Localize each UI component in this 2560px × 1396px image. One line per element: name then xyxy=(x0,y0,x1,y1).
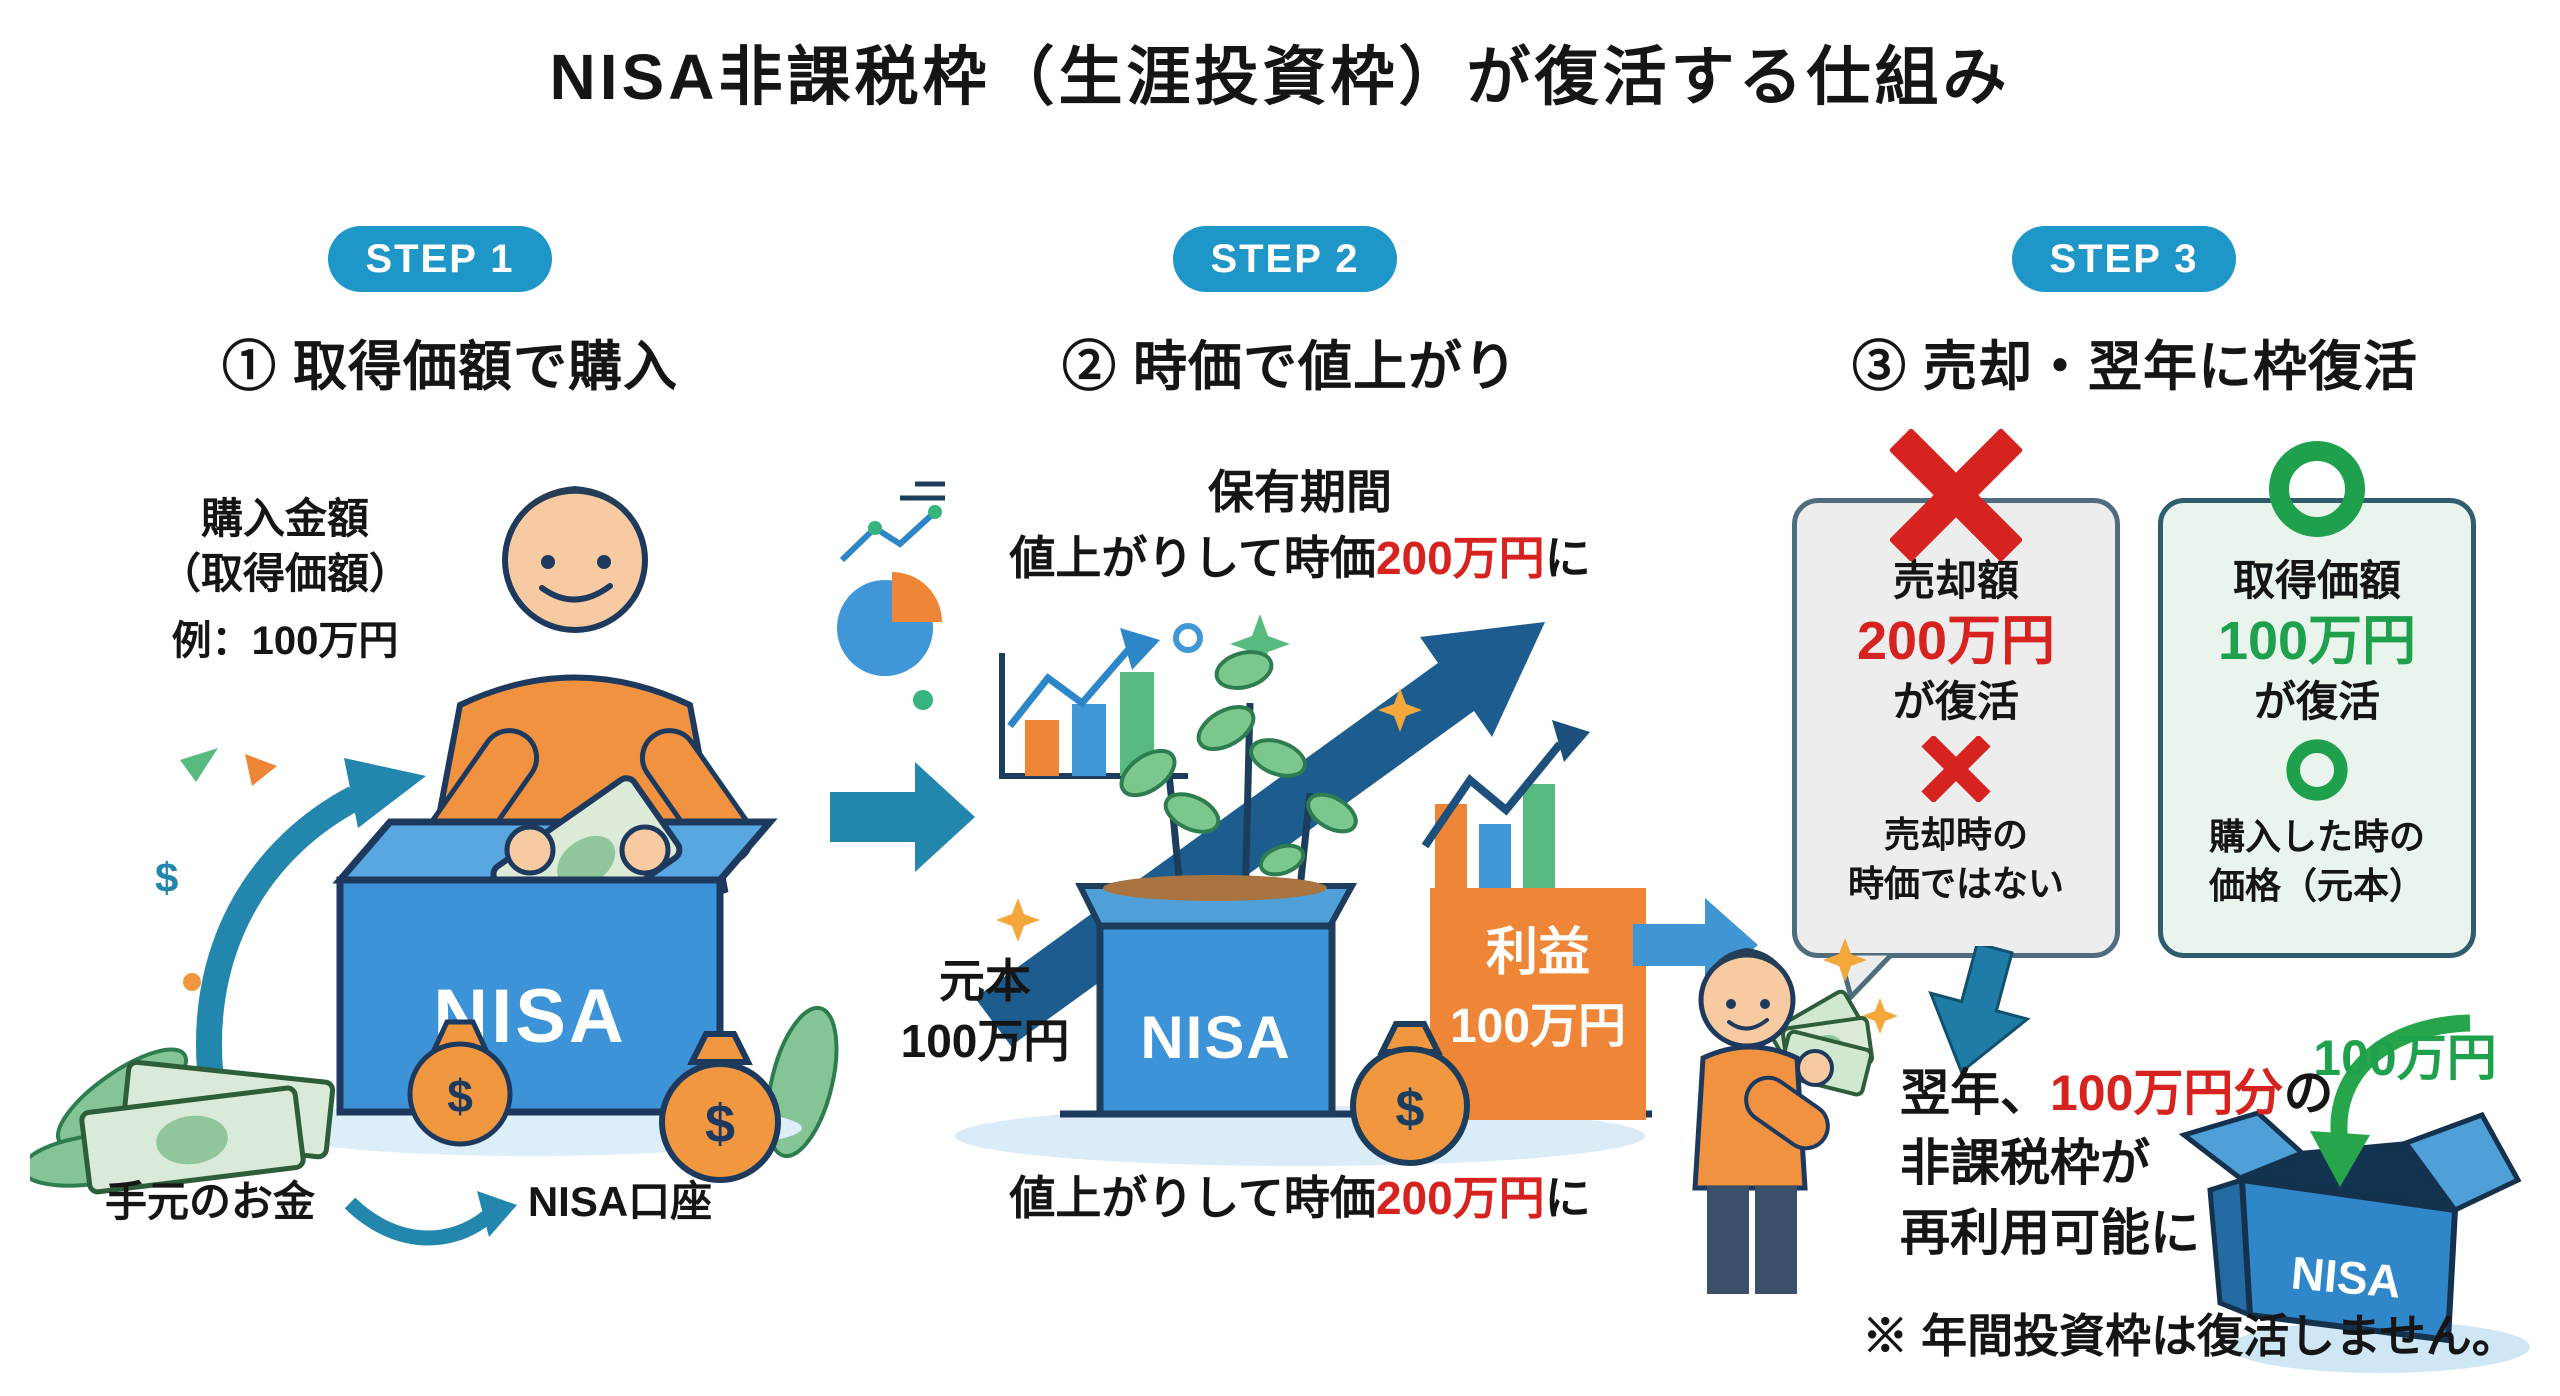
nisa-open-box-illustration: NISA xyxy=(2178,1014,2530,1373)
banknote-icon xyxy=(79,1059,336,1195)
money-bag-icon: $ xyxy=(407,1019,513,1147)
nisa-planter: NISA xyxy=(1075,875,1358,1118)
plant-illustration xyxy=(1119,650,1358,909)
rise-bottom-line: 値上がりして時価200万円に xyxy=(920,1162,1680,1228)
next-year-highlight: 100万円分 xyxy=(2050,1065,2284,1121)
rise-top-suffix: に xyxy=(1544,532,1591,584)
nisa-box-front xyxy=(336,876,724,1116)
hand xyxy=(1796,1049,1834,1087)
profit-amount: 100万円 xyxy=(1450,1000,1626,1053)
bar-chart-icon xyxy=(1421,720,1590,888)
ng-title: 売却額 xyxy=(1892,557,2019,604)
shadow xyxy=(2230,1321,2530,1373)
hair xyxy=(1702,948,1792,994)
dot-decoration xyxy=(183,973,201,991)
money-bag-icon: $ xyxy=(659,1031,781,1183)
ng-note1: 売却時の xyxy=(1883,814,2028,856)
ok-revive: が復活 xyxy=(2253,678,2380,726)
step2-illustration: 利益 100万円 NISA $ xyxy=(955,614,1652,1166)
dollar-decoration: $ xyxy=(155,854,178,901)
line-chart-doodle-icon xyxy=(839,481,945,563)
sparkle-decoration xyxy=(1230,614,1290,674)
svg-text:$: $ xyxy=(705,1094,735,1154)
profit-label: 利益 xyxy=(1486,924,1590,982)
cross-icon xyxy=(1890,429,2022,561)
sparkle-decoration xyxy=(1378,688,1422,732)
sparkle-decoration xyxy=(1823,938,1867,982)
rise-bottom-amount: 200万円 xyxy=(1375,1172,1545,1224)
rise-bottom-prefix: 値上がりして時価 xyxy=(1009,1172,1376,1224)
leg xyxy=(1707,1186,1749,1294)
purchase-line2: （取得価額） xyxy=(158,549,411,597)
right-arrow-icon xyxy=(830,762,975,872)
next-year-line2: 非課税枠が xyxy=(1900,1135,2150,1191)
nisa-planter-label: NISA xyxy=(1140,1004,1291,1071)
money-bag-icon: $ xyxy=(1350,1021,1470,1166)
rise-bottom-suffix: に xyxy=(1544,1172,1591,1224)
svg-text:$: $ xyxy=(1396,1080,1425,1138)
green-curved-arrow-icon xyxy=(2310,1014,2471,1187)
shadow xyxy=(955,1106,1645,1166)
sparkle-decoration xyxy=(996,898,1040,942)
ng-revive: が復活 xyxy=(1892,678,2019,726)
ng-panel: 売却額 200万円 が復活 売却時の 時価ではない xyxy=(1792,429,2120,958)
ok-note2: 価格（元本） xyxy=(2208,865,2425,907)
step2-badge: STEP 2 xyxy=(1173,226,1397,292)
holding-period-label: 保有期間 xyxy=(1208,466,1392,518)
pie-chart-icon xyxy=(837,572,942,676)
next-year-line1: 翌年、100万円分の xyxy=(1900,1058,2340,1128)
purchase-example: 例：100万円 xyxy=(171,619,399,664)
step1-heading: ① 取得価額で購入 xyxy=(221,337,678,397)
circle-decoration xyxy=(1173,623,1203,653)
ok-amount: 100万円 xyxy=(2217,611,2417,672)
next-year-prefix: 翌年、 xyxy=(1900,1065,2050,1121)
confetti-decoration xyxy=(180,748,218,782)
cash-label: 手元のお金 xyxy=(104,1178,315,1225)
dot-decoration xyxy=(913,690,933,710)
step3-heading: ③ 売却・翌年に枠復活 xyxy=(1851,337,2418,397)
svg-text:$: $ xyxy=(447,1070,473,1122)
next-year-suffix: の xyxy=(2283,1065,2334,1121)
step1-illustration: $ xyxy=(30,481,945,1195)
nisa-open-box-label: NISA xyxy=(2289,1246,2403,1307)
profit-panel: 利益 100万円 xyxy=(1430,888,1646,1120)
leg xyxy=(1755,1186,1797,1294)
hand xyxy=(504,824,556,876)
circle-icon xyxy=(2286,739,2348,801)
ok-panel: 取得価額 100万円 が復活 購入した時の 価格（元本） xyxy=(2158,441,2476,958)
purchase-line1: 購入金額 xyxy=(200,495,369,542)
ok-note1: 購入した時の xyxy=(2208,816,2425,858)
nisa-open-box: NISA xyxy=(2178,1110,2522,1344)
step1-badge: STEP 1 xyxy=(328,226,552,292)
arm xyxy=(1744,1075,1830,1151)
revived-amount-label: 100万円 xyxy=(2313,1030,2497,1086)
rise-top-line: 値上がりして時価200万円に xyxy=(900,522,1700,588)
sparkle-decoration xyxy=(1862,998,1898,1034)
ok-title: 取得価額 xyxy=(2232,557,2401,604)
confetti-decoration xyxy=(245,754,277,786)
step1-purchase-label: 購入金額 （取得価額） 例：100万円 xyxy=(95,492,475,667)
account-label: NISA口座 xyxy=(527,1178,713,1225)
rise-top-amount: 200万円 xyxy=(1375,532,1545,584)
person-with-money-illustration xyxy=(1692,938,1898,1294)
step2-heading: ② 時価で値上がり xyxy=(1061,337,1518,397)
small-curved-arrow-icon xyxy=(344,1191,517,1246)
cross-icon xyxy=(1921,736,1991,803)
rise-top-prefix: 値上がりして時価 xyxy=(1009,532,1376,584)
page-title: NISA非課税枠（生涯投資枠）が復活する仕組み xyxy=(549,41,2011,113)
next-year-line3: 再利用可能に xyxy=(1900,1205,2200,1261)
hand xyxy=(619,824,671,876)
principal-label: 元本 xyxy=(939,955,1031,1007)
ng-note2: 時価ではない xyxy=(1847,863,2064,905)
circle-icon xyxy=(2269,441,2365,537)
curved-arrow-icon xyxy=(196,758,426,1071)
footnote: ※ 年間投資枠は復活しません。 xyxy=(1862,1310,2518,1362)
principal-label-block: 元本 100万円 xyxy=(860,952,1110,1072)
ng-amount: 200万円 xyxy=(1856,611,2056,672)
principal-amount: 100万円 xyxy=(900,1014,1070,1067)
down-arrow-icon xyxy=(1928,946,2031,1075)
step3-badge: STEP 3 xyxy=(2012,226,2236,292)
next-year-text: 翌年、100万円分の 非課税枠が 再利用可能に xyxy=(1900,1058,2340,1268)
